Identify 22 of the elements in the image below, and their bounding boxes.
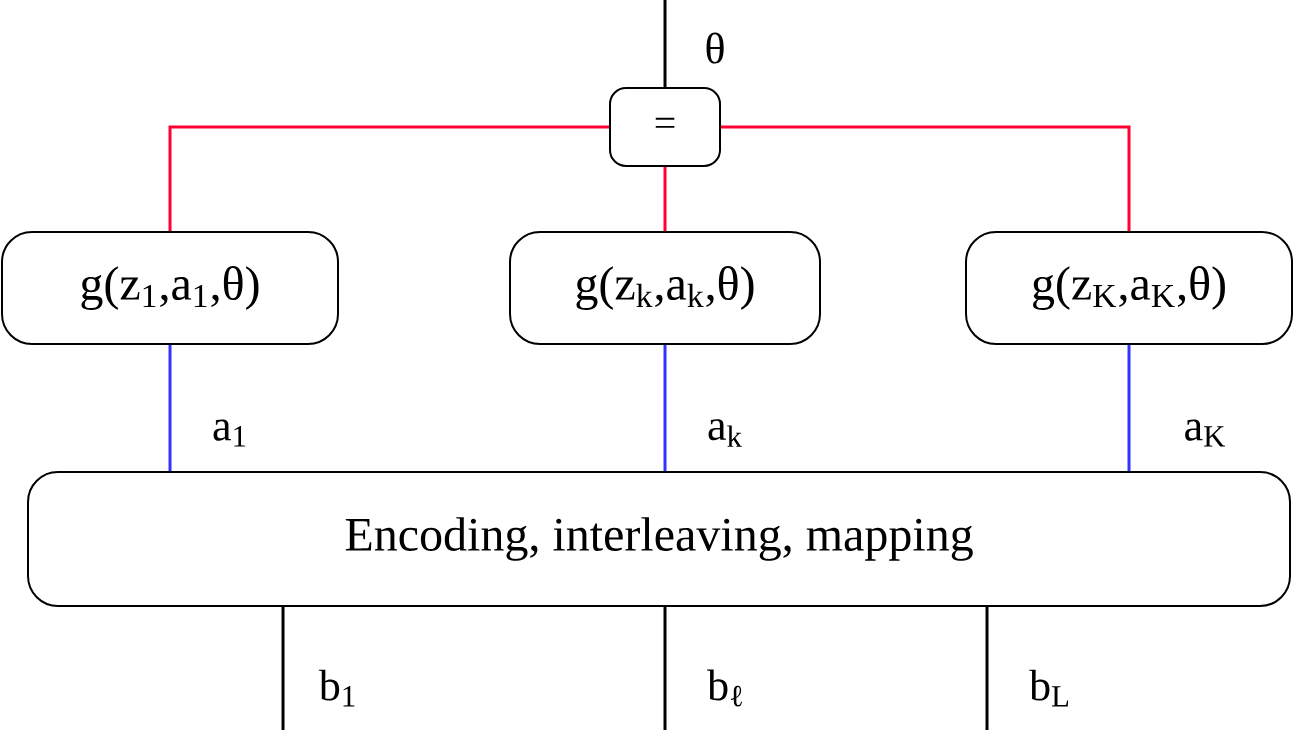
connector-line bbox=[663, 167, 667, 231]
rounded-box: g(z$_{K}$,a$_{K}$,θ) bbox=[965, 231, 1293, 345]
connector-line bbox=[721, 125, 1131, 231]
connector-line bbox=[663, 345, 667, 471]
edge-label: a$_{k}$ bbox=[705, 417, 745, 449]
edge-label: b$_{ℓ}$ bbox=[705, 667, 747, 709]
connector-line bbox=[168, 345, 172, 471]
rounded-box: g(z$_{1}$,a$_{1}$,θ) bbox=[1, 231, 339, 345]
connector-line bbox=[663, 0, 667, 87]
equals-box: = bbox=[609, 87, 721, 167]
connector-line bbox=[1127, 345, 1131, 471]
connector-line bbox=[281, 607, 285, 730]
edge-label: θ bbox=[702, 30, 728, 66]
rounded-box: Encoding, interleaving, mapping bbox=[27, 471, 1291, 607]
edge-label: a$_{K}$ bbox=[1181, 417, 1229, 449]
edge-label: b$_{1}$ bbox=[316, 667, 360, 709]
edge-label: b$_{L}$ bbox=[1027, 667, 1073, 709]
rounded-box: g(z$_{k}$,a$_{k}$,θ) bbox=[509, 231, 821, 345]
connector-line bbox=[168, 125, 609, 231]
connector-line bbox=[985, 607, 989, 730]
edge-label: a$_{1}$ bbox=[210, 417, 250, 449]
connector-line bbox=[663, 607, 667, 730]
